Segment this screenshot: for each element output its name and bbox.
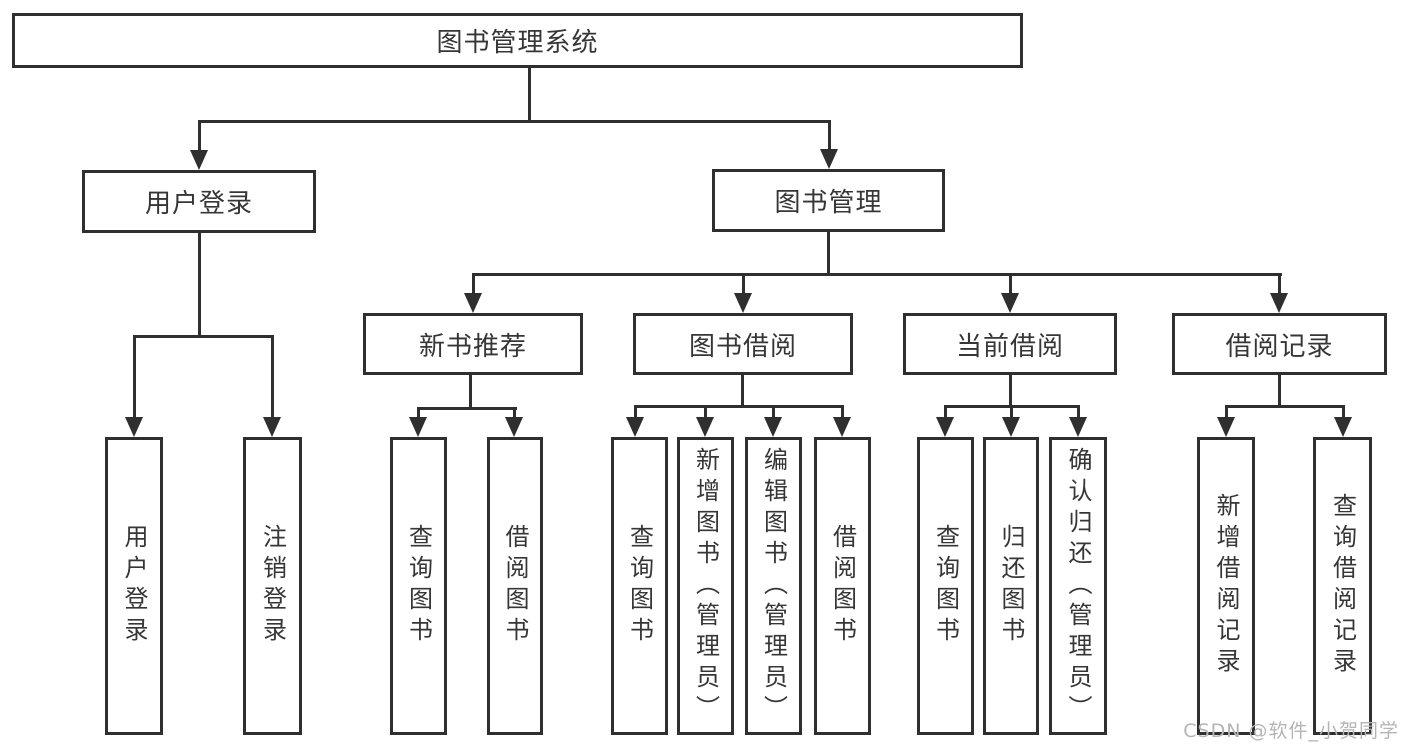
arrow-down-icon [505, 417, 523, 437]
connector-drop [1077, 405, 1080, 421]
node-root: 图书管理系统 [12, 13, 1023, 68]
node-book-management: 图书管理 [712, 169, 945, 232]
connector-drop [133, 335, 136, 419]
leaf-add-book-admin: 新增图书（管理员） [677, 437, 734, 735]
leaf-query-books-borrow: 查询图书 [611, 437, 668, 735]
arrow-down-icon [1001, 293, 1019, 313]
connector-root-stem [528, 68, 531, 122]
arrow-down-icon [833, 417, 851, 437]
connector-level2-branch [198, 120, 830, 123]
connector-drop [944, 405, 947, 421]
arrow-down-icon [1334, 417, 1352, 437]
connector-branch [634, 405, 844, 408]
arrow-down-icon [734, 293, 752, 313]
arrow-down-icon [1270, 293, 1288, 313]
arrow-down-icon [464, 293, 482, 313]
connector-stem [741, 375, 744, 407]
connector-drop [271, 335, 274, 419]
node-new-book-recommend: 新书推荐 [363, 313, 583, 375]
connector-drop [1342, 405, 1345, 421]
node-book-borrow: 图书借阅 [633, 313, 853, 375]
node-borrow-records: 借阅记录 [1172, 313, 1387, 375]
connector-stem [469, 375, 472, 409]
arrow-down-icon [1217, 417, 1235, 437]
connector-drop [841, 405, 844, 421]
leaf-query-borrow-record: 查询借阅记录 [1313, 437, 1372, 735]
connector-stem [1278, 375, 1281, 407]
arrow-down-icon [190, 150, 208, 170]
connector-drop [1009, 273, 1012, 295]
arrow-down-icon [764, 417, 782, 437]
arrow-down-icon [263, 417, 281, 437]
arrow-down-icon [820, 149, 838, 169]
leaf-confirm-return-admin: 确认归还（管理员） [1049, 437, 1107, 735]
connector-drop [742, 273, 745, 295]
leaf-edit-book-admin: 编辑图书（管理员） [745, 437, 802, 735]
connector-drop [1010, 405, 1013, 421]
connector-drop [513, 407, 516, 421]
connector-branch [417, 407, 517, 410]
connector-drop [828, 120, 831, 151]
leaf-add-borrow-record: 新增借阅记录 [1197, 437, 1255, 735]
arrow-down-icon [936, 417, 954, 437]
connector-branch [1225, 405, 1345, 408]
connector-drop [417, 407, 420, 421]
connector-drop [634, 405, 637, 421]
leaf-logout: 注销登录 [243, 437, 302, 735]
connector-level3-branch [472, 273, 1282, 276]
connector-user-login-stem [198, 233, 201, 336]
arrow-down-icon [1002, 417, 1020, 437]
connector-drop [472, 273, 475, 295]
arrow-down-icon [696, 417, 714, 437]
connector-user-login-branch [133, 335, 274, 338]
arrow-down-icon [626, 417, 644, 437]
watermark-text: CSDN @软件_小贺同学 [1183, 720, 1399, 742]
connector-drop [704, 405, 707, 421]
connector-drop [198, 120, 201, 152]
connector-book-mgmt-stem [827, 232, 830, 276]
leaf-user-login: 用户登录 [105, 437, 163, 735]
leaf-return-book: 归还图书 [983, 437, 1039, 735]
leaf-query-books-new: 查询图书 [390, 437, 447, 735]
connector-drop [772, 405, 775, 421]
leaf-borrow-books-borrow: 借阅图书 [814, 437, 871, 735]
node-user-login: 用户登录 [82, 170, 316, 233]
arrow-down-icon [1069, 417, 1087, 437]
leaf-borrow-books-new: 借阅图书 [487, 437, 543, 735]
connector-drop [1225, 405, 1228, 421]
connector-stem [1009, 375, 1012, 407]
leaf-query-books-current: 查询图书 [917, 437, 974, 735]
arrow-down-icon [409, 417, 427, 437]
connector-drop [1278, 273, 1281, 295]
node-current-borrow: 当前借阅 [903, 313, 1117, 375]
arrow-down-icon [125, 417, 143, 437]
